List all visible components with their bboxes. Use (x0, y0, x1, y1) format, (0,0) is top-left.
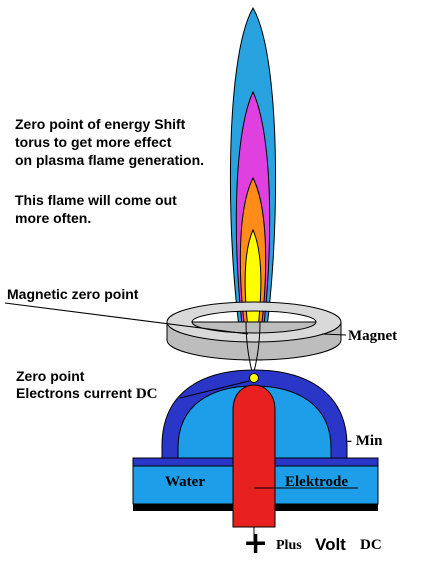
label-electrons-current-text: Electrons current (16, 385, 132, 401)
note-energy-shift: Zero point of energy Shift torus to get … (15, 115, 204, 169)
note-line-5: more often. (15, 210, 92, 226)
leader-zero-point (179, 380, 250, 399)
note-line-1: Zero point of energy Shift (15, 116, 186, 132)
label-dc: DC (360, 537, 382, 553)
label-magnet: Magnet (348, 328, 398, 344)
leader-magnetic-zero (4, 302, 249, 335)
label-dc-inline: DC (135, 386, 158, 402)
label-plus: Plus (276, 538, 302, 553)
note-line-4: This flame will come out (15, 192, 177, 208)
label-volt: Volt (315, 535, 346, 554)
label-magnetic-zero-point: Magnetic zero point (7, 286, 139, 302)
note-line-3: on plasma flame generation. (15, 152, 205, 168)
label-elektrode: Elektrode (285, 474, 349, 490)
zero-point-spark (249, 373, 259, 383)
electrode (232, 384, 276, 528)
label-min: - Min (347, 433, 383, 449)
magnet-ring-top (166, 301, 342, 343)
note-line-2: torus to get more effect (15, 134, 172, 150)
note-flame: This flame will come out more often. (15, 191, 177, 227)
label-zero-point: Zero point (16, 368, 85, 384)
label-water: Water (165, 474, 205, 490)
label-electrons-current: Electrons current DC (16, 384, 158, 403)
plus-terminal-icon: + (243, 526, 269, 561)
leader-magnet (321, 333, 347, 336)
